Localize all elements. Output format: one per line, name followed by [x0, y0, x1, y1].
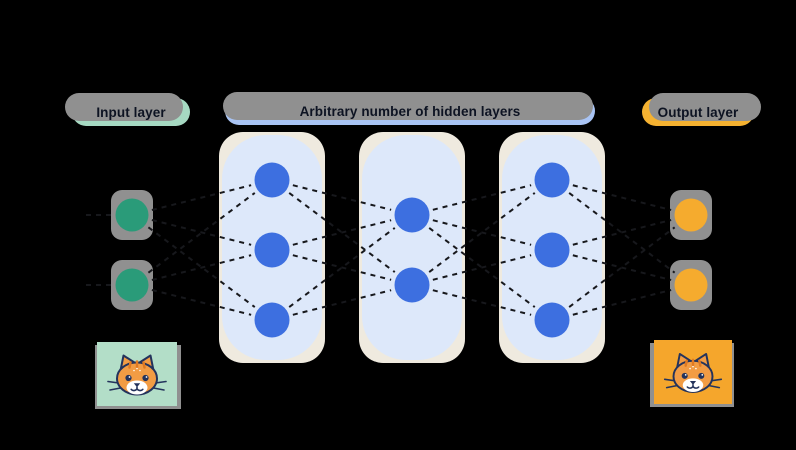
connection-line	[568, 226, 676, 308]
hidden-layer-column	[362, 135, 462, 360]
output-layer-badge: Output layer	[642, 98, 754, 126]
connection-line	[428, 192, 536, 273]
hidden-layers-badge-label: Arbitrary number of hidden layers	[299, 103, 521, 119]
output-layer-badge-label: Output layer	[657, 104, 739, 120]
connection-line	[572, 219, 672, 246]
output-image	[654, 340, 732, 404]
connection-line	[151, 289, 252, 316]
connection-line	[288, 192, 396, 273]
hidden-neuron	[254, 232, 290, 268]
connection-line	[432, 289, 532, 316]
input-neuron	[115, 198, 149, 232]
output-neuron	[674, 268, 708, 302]
connection-line	[151, 219, 252, 246]
connection-line	[432, 184, 532, 211]
hidden-neuron	[254, 302, 290, 338]
connection-line	[432, 254, 532, 281]
hidden-neuron	[534, 302, 570, 338]
connection-line	[568, 192, 676, 274]
hidden-layers-badge: Arbitrary number of hidden layers	[225, 97, 595, 125]
input-layer-badge-label: Input layer	[96, 104, 166, 120]
connection-line	[428, 227, 536, 308]
connection-line	[292, 219, 392, 246]
input-neuron	[115, 268, 149, 302]
hidden-neuron	[394, 197, 430, 233]
connection-line	[572, 254, 672, 281]
connection-line	[147, 192, 256, 274]
hidden-neuron	[254, 162, 290, 198]
input-image	[97, 342, 177, 406]
cat-icon	[663, 352, 723, 393]
hidden-neuron	[534, 162, 570, 198]
connection-line	[147, 226, 256, 308]
hidden-neuron	[534, 232, 570, 268]
connection-line	[151, 254, 252, 281]
connection-line	[292, 289, 392, 316]
cat-icon	[107, 354, 167, 396]
hidden-neuron	[394, 267, 430, 303]
input-layer-badge: Input layer	[72, 98, 190, 126]
connection-line	[151, 184, 252, 211]
connection-line	[288, 227, 396, 308]
connection-line	[572, 289, 672, 316]
output-neuron	[674, 198, 708, 232]
connection-line	[432, 219, 532, 246]
connection-line	[572, 184, 672, 211]
connection-line	[292, 254, 392, 281]
connection-line	[292, 184, 392, 211]
